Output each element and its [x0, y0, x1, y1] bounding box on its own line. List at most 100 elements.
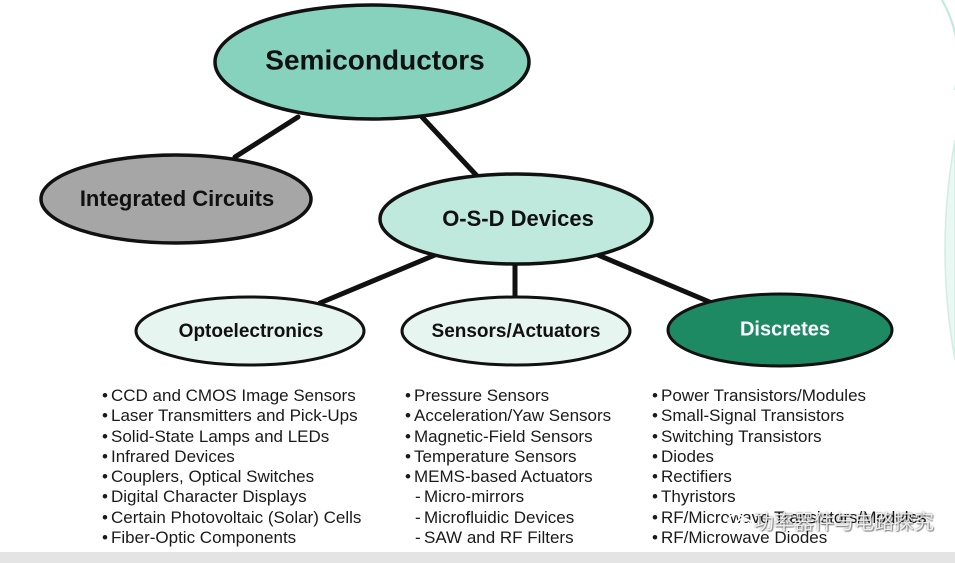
list-item-text: Magnetic-Field Sensors [414, 426, 593, 446]
list-item: •Acceleration/Yaw Sensors [405, 406, 611, 426]
edge-semiconductors-osd [419, 114, 481, 180]
list-item: •Power Transistors/Modules [652, 386, 926, 406]
node-discretes-ellipse [666, 292, 894, 368]
list-item-text: Rectifiers [661, 467, 732, 487]
dash-icon: - [415, 487, 421, 507]
bullet-icon: • [102, 487, 108, 507]
list-item: •Pressure Sensors [405, 386, 611, 406]
node-semiconductors-ellipse [213, 3, 531, 121]
node-sensors-actuators-ellipse [400, 295, 632, 367]
optoelectronics-list: •CCD and CMOS Image Sensors•Laser Transm… [102, 386, 361, 548]
list-item: •Rectifiers [652, 467, 926, 487]
list-item-text: Digital Character Displays [111, 487, 307, 507]
bullet-icon: • [652, 426, 658, 446]
list-item-text: Laser Transmitters and Pick-Ups [111, 406, 358, 426]
list-sub-item: -SAW and RF Filters [405, 528, 611, 548]
list-item-text: Pressure Sensors [414, 386, 550, 405]
list-sub-item-text: Micro-mirrors [424, 487, 525, 507]
node-sensors-actuators: Sensors/Actuators [400, 295, 632, 367]
edge-semiconductors-ic [232, 114, 301, 160]
list-item-text: Infrared Devices [111, 446, 235, 466]
list-item: •Digital Character Displays [102, 487, 361, 507]
node-osd-devices: O-S-D Devices [378, 172, 654, 266]
list-item-text: RF/Microwave Diodes [661, 528, 828, 548]
decorative-arc-top [941, 0, 955, 90]
node-osd-devices-label: O-S-D Devices [442, 206, 594, 231]
edge-osd-opto [317, 252, 438, 306]
node-optoelectronics-ellipse [134, 295, 366, 367]
list-item: •Magnetic-Field Sensors [405, 427, 611, 447]
sensors-actuators-list: •Pressure Sensors•Acceleration/Yaw Senso… [405, 386, 611, 548]
list-item: •Temperature Sensors [405, 447, 611, 467]
list-item-text: Solid-State Lamps and LEDs [111, 426, 330, 446]
list-item-text: CCD and CMOS Image Sensors [111, 386, 356, 405]
bullet-icon: • [405, 446, 411, 466]
bullet-icon: • [102, 406, 108, 426]
bullet-icon: • [652, 487, 658, 507]
list-item-text: Temperature Sensors [414, 446, 577, 466]
list-sub-item-text: SAW and RF Filters [424, 528, 574, 548]
node-integrated-circuits-ellipse [39, 153, 313, 245]
bullet-icon: • [102, 446, 108, 466]
list-item: •Thyristors [652, 487, 926, 507]
bullet-icon: • [652, 406, 658, 426]
list-item: •Infrared Devices [102, 447, 361, 467]
bullet-icon: • [652, 386, 658, 405]
list-item: •RF/Microwave Diodes [652, 528, 926, 548]
list-item-text: Certain Photovoltaic (Solar) Cells [111, 507, 362, 527]
bullet-icon: • [102, 467, 108, 487]
node-discretes: Discretes [666, 292, 894, 368]
list-item: •Solid-State Lamps and LEDs [102, 427, 361, 447]
list-sub-item: -Micro-mirrors [405, 487, 611, 507]
list-item: •Diodes [652, 447, 926, 467]
watermark-text: 功率器件与电路探究 [754, 510, 934, 534]
list-item-text: Couplers, Optical Switches [111, 467, 315, 487]
list-item-text: Power Transistors/Modules [661, 386, 867, 405]
list-item-text: Diodes [661, 446, 714, 466]
list-item-text: Switching Transistors [661, 426, 822, 446]
wechat-icon [726, 512, 754, 531]
list-item-text: Thyristors [661, 487, 736, 507]
node-integrated-circuits-label: Integrated Circuits [80, 186, 274, 211]
list-item: •Laser Transmitters and Pick-Ups [102, 406, 361, 426]
node-integrated-circuits: Integrated Circuits [39, 153, 313, 245]
list-item-text: Fiber-Optic Components [111, 528, 297, 548]
bullet-icon: • [102, 426, 108, 446]
bullet-icon: • [652, 507, 658, 527]
node-sensors-actuators-label: Sensors/Actuators [432, 321, 601, 342]
decorative-arc-right [944, 139, 955, 361]
list-sub-item: -Microfluidic Devices [405, 508, 611, 528]
bullet-icon: • [405, 426, 411, 446]
list-item-text: Acceleration/Yaw Sensors [414, 406, 612, 426]
list-sub-item-text: Microfluidic Devices [424, 507, 575, 527]
bullet-icon: • [405, 406, 411, 426]
node-osd-devices-ellipse [378, 172, 654, 266]
node-optoelectronics: Optoelectronics [134, 295, 366, 367]
list-item: •MEMS-based Actuators [405, 467, 611, 487]
bottom-band [0, 552, 955, 563]
dash-icon: - [415, 507, 421, 527]
node-optoelectronics-label: Optoelectronics [179, 321, 324, 342]
node-semiconductors-label: Semiconductors [265, 44, 484, 75]
node-discretes-label: Discretes [740, 318, 830, 340]
bullet-icon: • [652, 528, 658, 548]
dash-icon: - [415, 528, 421, 548]
node-semiconductors: Semiconductors [213, 3, 531, 121]
edge-osd-discretes [595, 252, 715, 306]
list-item: •Certain Photovoltaic (Solar) Cells [102, 508, 361, 528]
bullet-icon: • [652, 467, 658, 487]
bullet-icon: • [102, 507, 108, 527]
list-item: •CCD and CMOS Image Sensors [102, 386, 361, 406]
list-item: •Fiber-Optic Components [102, 528, 361, 548]
list-item: •Switching Transistors [652, 427, 926, 447]
watermark: 功率器件与电路探究 [726, 506, 934, 535]
bullet-icon: • [102, 528, 108, 548]
bullet-icon: • [405, 386, 411, 405]
list-item: •Small-Signal Transistors [652, 406, 926, 426]
list-item-text: Small-Signal Transistors [661, 406, 845, 426]
list-item-text: MEMS-based Actuators [414, 467, 593, 487]
list-item: •Couplers, Optical Switches [102, 467, 361, 487]
bullet-icon: • [102, 386, 108, 405]
bullet-icon: • [652, 446, 658, 466]
